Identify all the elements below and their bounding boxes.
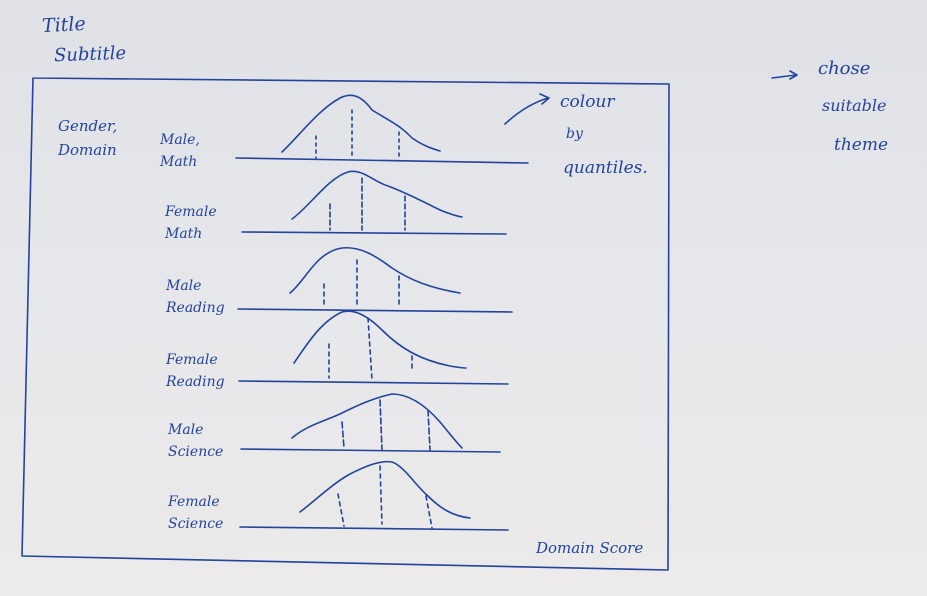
x-axis-label: Domain Score bbox=[536, 539, 644, 557]
facet-header-line-2: Domain bbox=[58, 141, 117, 159]
side-note-line-2: suitable bbox=[822, 96, 887, 115]
row-label-male-reading: Male Reading bbox=[166, 278, 225, 316]
colour-note-arrow bbox=[504, 93, 550, 125]
ridge-male-science bbox=[240, 393, 501, 453]
facet-header: Gender, Domain bbox=[58, 114, 117, 162]
ridge-female-math bbox=[241, 170, 507, 235]
ridge-female-science bbox=[239, 460, 509, 531]
side-note-arrow bbox=[771, 70, 798, 80]
ridge-female-reading bbox=[238, 310, 509, 385]
colour-note-line-3: quantiles. bbox=[563, 158, 648, 178]
row-label-male-math: Male, Math bbox=[160, 132, 200, 170]
frame bbox=[21, 77, 670, 571]
facet-header-line-1: Gender, bbox=[58, 117, 118, 135]
ridge-male-reading bbox=[237, 246, 513, 313]
colour-note-line-2: by bbox=[566, 126, 583, 142]
side-note-line-1: chose bbox=[818, 58, 871, 79]
colour-note-line-1: colour bbox=[560, 92, 615, 112]
row-label-female-math: Female Math bbox=[165, 204, 217, 242]
row-label-female-science: Female Science bbox=[168, 494, 224, 532]
ridge-male-math bbox=[235, 94, 529, 164]
row-label-female-reading: Female Reading bbox=[166, 352, 225, 390]
side-note-line-3: theme bbox=[834, 135, 889, 155]
row-label-male-science: Male Science bbox=[168, 422, 224, 460]
